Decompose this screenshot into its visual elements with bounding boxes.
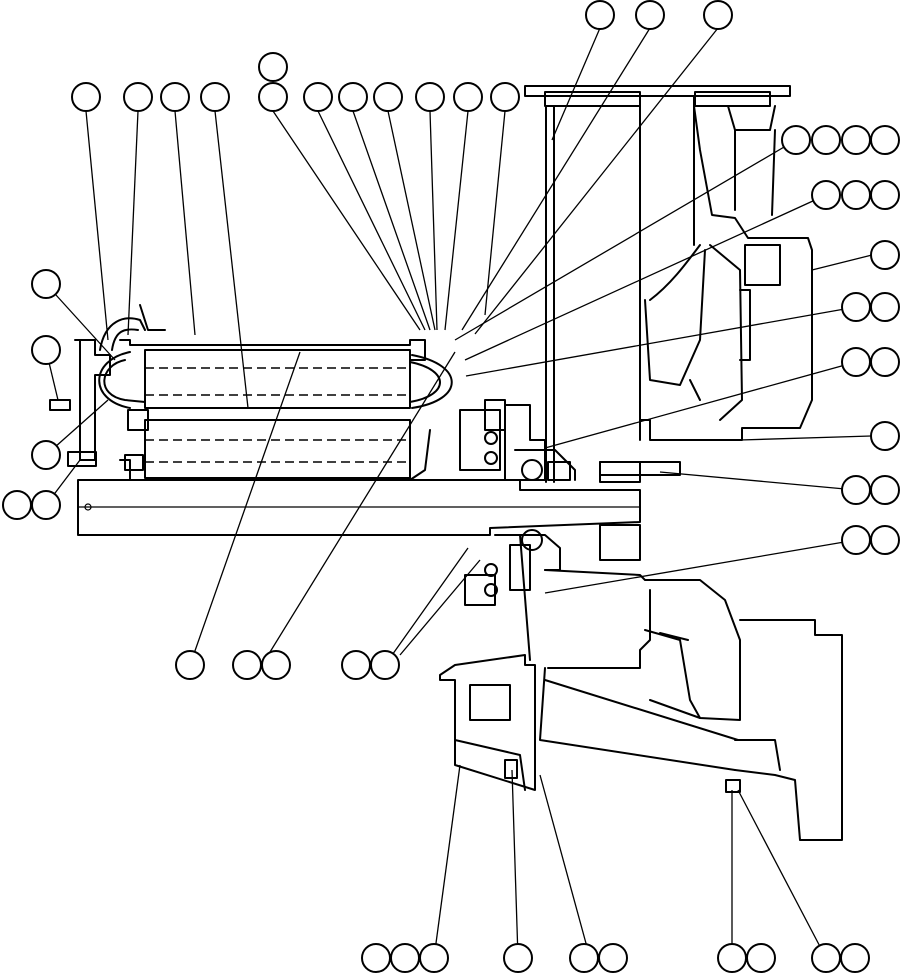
callout-bubble [390,943,420,973]
callout-bubble [841,347,871,377]
callout-bubble [703,0,733,30]
callout-bubble [870,475,900,505]
callout-bubble [419,943,449,973]
callout-bubble [840,943,870,973]
callout-bubble [370,650,400,680]
callout-bubble [811,943,841,973]
callout-bubble [811,180,841,210]
callout-bubble [200,82,230,112]
callout-bubble [781,125,811,155]
callout-bubble [123,82,153,112]
lower-fan-housing [539,569,843,841]
callout-bubble [841,525,871,555]
upper-fan-housing [599,105,813,476]
callout-bubble [490,82,520,112]
callout-bubble [31,440,61,470]
callout-bubble [870,292,900,322]
callout-bubble [841,475,871,505]
callout-bubble [870,421,900,451]
callout-bubble [341,650,371,680]
callout-bubble [258,82,288,112]
callout-bubble [841,125,871,155]
callout-bubble [870,180,900,210]
callout-bubble [258,52,288,82]
callout-bubble [160,82,190,112]
callout-bubble [338,82,368,112]
callout-bubble [717,943,747,973]
callout-bubble [453,82,483,112]
leader-lines [45,27,873,959]
callout-bubble [870,347,900,377]
callout-bubble [598,943,628,973]
lower-mount-bracket [439,534,741,793]
callout-bubble [503,943,533,973]
callout-bubble [373,82,403,112]
callout-bubble [841,180,871,210]
callout-bubble [415,82,445,112]
callout-bubble [870,240,900,270]
callout-bubble [2,490,32,520]
callout-bubble [232,650,262,680]
callout-bubble [31,490,61,520]
callout-bubble [31,335,61,365]
callout-bubble [361,943,391,973]
upper-mount-frame [524,85,791,483]
callout-bubble [175,650,205,680]
coupling-cluster [459,399,641,606]
callout-bubble [746,943,776,973]
callout-bubble [811,125,841,155]
motor-body [49,304,453,481]
callout-bubble [841,292,871,322]
callout-bubble [870,125,900,155]
callout-bubble [569,943,599,973]
assembly-drawing [49,85,843,841]
callout-bubble [635,0,665,30]
callout-bubble [71,82,101,112]
callout-bubble [585,0,615,30]
callout-bubble [303,82,333,112]
callout-bubble [261,650,291,680]
callout-bubble [31,269,61,299]
callout-bubble [870,525,900,555]
